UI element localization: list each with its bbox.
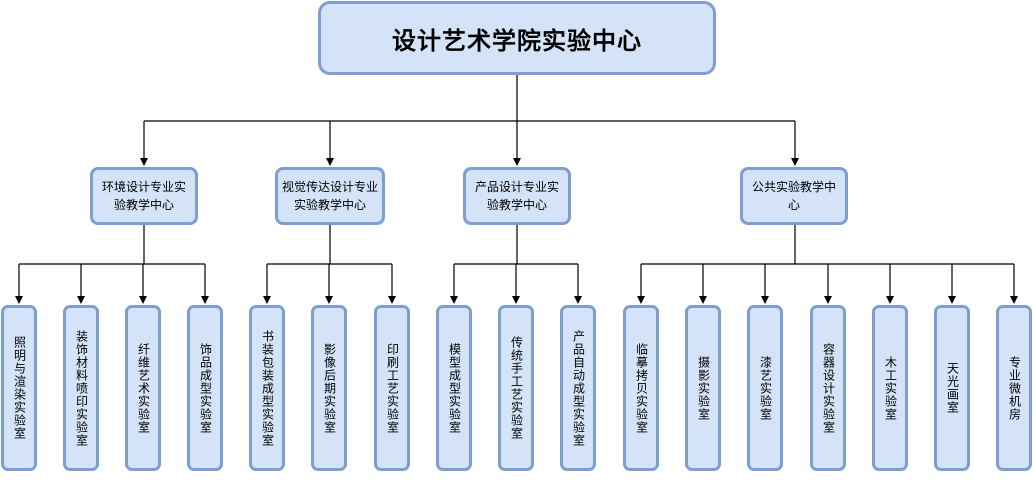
center-node-visual: 视觉传达设计专业实验教学中心 <box>275 167 385 225</box>
lab-node: 容器设计实验室 <box>810 305 846 471</box>
lab-label: 饰品成型实验室 <box>198 342 213 434</box>
lab-node: 传统手工艺实验室 <box>498 305 534 471</box>
lab-node: 天光画室 <box>934 305 970 471</box>
lab-node: 专业微机房 <box>996 305 1032 471</box>
lab-label: 模型成型实验室 <box>447 342 462 434</box>
center-node-product: 产品设计专业实验教学中心 <box>463 167 571 225</box>
lab-node: 木工实验室 <box>872 305 908 471</box>
lab-label: 容器设计实验室 <box>821 342 836 434</box>
lab-label: 书装包装成型实验室 <box>260 329 275 447</box>
lab-label: 纤维艺术实验室 <box>136 342 151 434</box>
lab-label: 装饰材料喷印实验室 <box>74 329 89 447</box>
lab-label: 照明与渲染实验室 <box>12 336 27 440</box>
lab-node: 饰品成型实验室 <box>187 305 223 471</box>
lab-node: 模型成型实验室 <box>436 305 472 471</box>
center-label: 环境设计专业实验教学中心 <box>101 180 186 212</box>
center-label: 公共实验教学中心 <box>751 180 836 212</box>
lab-label: 临摹拷贝实验室 <box>634 342 649 434</box>
lab-node: 纤维艺术实验室 <box>125 305 161 471</box>
lab-node: 临摹拷贝实验室 <box>623 305 659 471</box>
root-title: 设计艺术学院实验中心 <box>392 26 642 55</box>
lab-label: 天光画室 <box>945 362 960 414</box>
lab-label: 传统手工艺实验室 <box>509 336 524 440</box>
center-node-environment: 环境设计专业实验教学中心 <box>90 167 198 225</box>
lab-label: 产品自动成型实验室 <box>571 329 586 447</box>
center-node-public: 公共实验教学中心 <box>740 167 848 225</box>
lab-label: 印刷工艺实验室 <box>385 342 400 434</box>
lab-node: 装饰材料喷印实验室 <box>63 305 99 471</box>
lab-node: 影像后期实验室 <box>311 305 347 471</box>
lab-node: 漆艺实验室 <box>747 305 783 471</box>
lab-node: 照明与渲染实验室 <box>1 305 37 471</box>
lab-label: 摄影实验室 <box>696 355 711 421</box>
root-node: 设计艺术学院实验中心 <box>318 1 716 75</box>
lab-node: 摄影实验室 <box>685 305 721 471</box>
lab-node: 书装包装成型实验室 <box>249 305 285 471</box>
lab-node: 产品自动成型实验室 <box>560 305 596 471</box>
lab-label: 专业微机房 <box>1007 355 1022 421</box>
lab-label: 漆艺实验室 <box>758 355 773 421</box>
lab-label: 影像后期实验室 <box>322 342 337 434</box>
center-label: 产品设计专业实验教学中心 <box>474 180 559 212</box>
center-label: 视觉传达设计专业实验教学中心 <box>282 180 379 212</box>
lab-node: 印刷工艺实验室 <box>374 305 410 471</box>
lab-label: 木工实验室 <box>883 355 898 421</box>
